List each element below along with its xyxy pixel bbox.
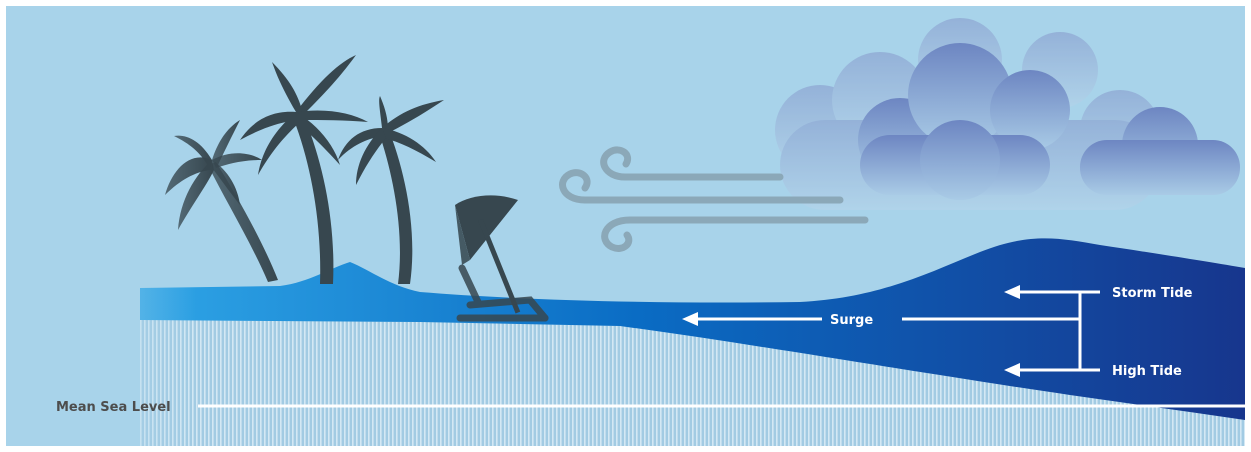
surge-label: Surge [830,313,873,328]
high-tide-label: High Tide [1112,364,1182,379]
storm-tide-label: Storm Tide [1112,286,1193,301]
left-fade [6,270,196,446]
mean-sea-level-label: Mean Sea Level [56,400,171,415]
